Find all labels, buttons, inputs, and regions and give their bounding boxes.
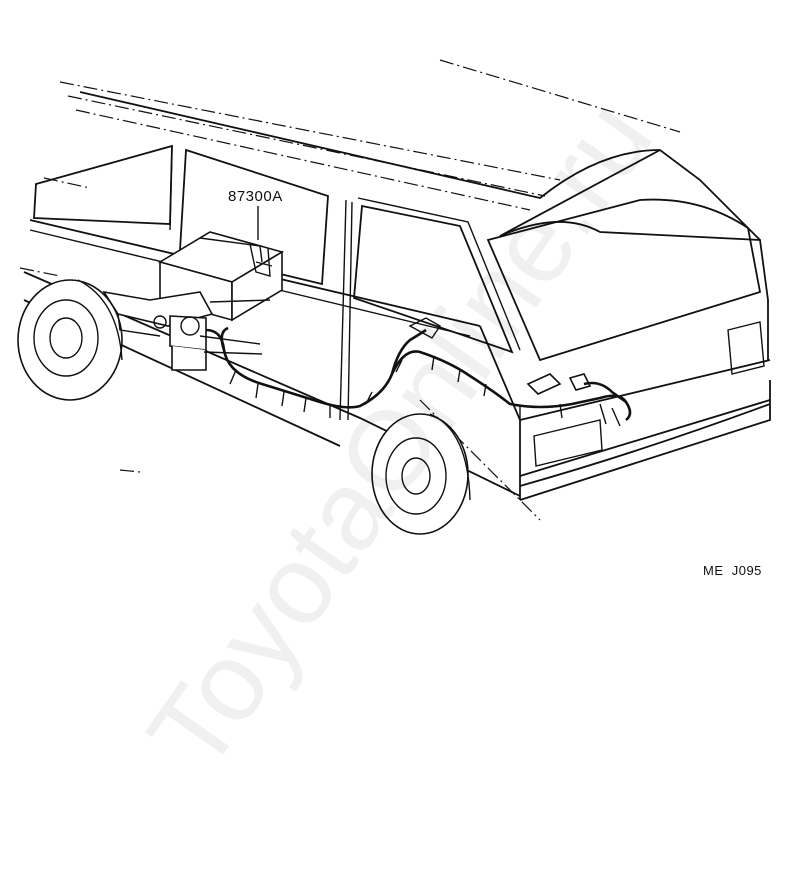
reference-code: ME J095 [703,563,762,578]
rear-wheel [371,413,471,535]
front-wheel [17,279,123,401]
van-body [23,91,771,501]
control-unit [157,206,285,322]
part-number-label: 87300A [228,188,283,205]
side-windows [33,144,521,421]
mounting-bracket [102,290,271,371]
wire-harness [205,317,632,427]
